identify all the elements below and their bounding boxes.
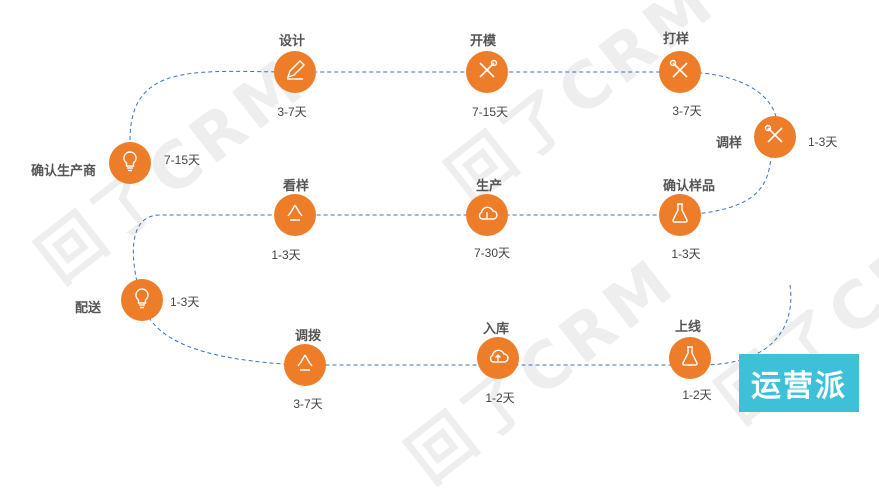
step-label: 打样 <box>662 31 690 46</box>
step-label: 入库 <box>482 321 510 336</box>
step-node-production <box>466 194 508 236</box>
step-duration: 1-3天 <box>808 135 838 149</box>
flask-icon <box>677 343 703 374</box>
step-duration: 7-30天 <box>473 246 511 260</box>
pencil-icon <box>282 57 308 88</box>
process-flow-diagram: 回了CRM 回了CRM 回了CRM 回了CRM 确认生产商 设计 开模 打样 调… <box>25 0 879 498</box>
lightbulb-icon <box>117 148 143 179</box>
tools-icon <box>474 57 500 88</box>
step-label: 设计 <box>278 33 306 48</box>
step-duration: 3-7天 <box>277 105 307 119</box>
step-node-launch <box>669 337 711 379</box>
step-duration: 3-7天 <box>293 397 323 411</box>
step-node-adjust-sample <box>754 116 796 158</box>
wrench-screwdriver-icon <box>667 57 693 88</box>
step-label: 生产 <box>475 178 503 193</box>
step-label: 调样 <box>716 135 743 150</box>
wrench-screwdriver-icon <box>762 122 788 153</box>
step-node-warehousing <box>477 337 519 379</box>
step-label: 调拨 <box>294 328 322 343</box>
cloud-upload-icon <box>485 343 511 374</box>
recycle-icon <box>292 350 318 381</box>
step-duration: 1-3天 <box>170 295 200 309</box>
step-node-delivery <box>121 279 163 321</box>
step-label: 确认生产商 <box>31 163 97 178</box>
cloud-icon <box>474 200 500 231</box>
step-label: 看样 <box>282 178 310 193</box>
step-duration: 1-2天 <box>485 391 515 405</box>
recycle-icon <box>282 200 308 231</box>
brand-logo: 运营派 <box>739 354 859 412</box>
step-node-sample <box>659 51 701 93</box>
step-duration: 1-2天 <box>682 388 712 402</box>
flask-icon <box>667 200 693 231</box>
step-label: 配送 <box>75 300 102 315</box>
step-duration: 7-15天 <box>471 105 509 119</box>
step-label: 上线 <box>674 319 702 334</box>
step-node-confirm-manufacturer <box>109 142 151 184</box>
step-node-mold <box>466 51 508 93</box>
step-label: 确认样品 <box>662 178 716 193</box>
step-label: 开模 <box>469 33 497 48</box>
step-duration: 7-15天 <box>164 153 201 167</box>
step-duration: 1-3天 <box>271 248 301 262</box>
step-node-confirm-sample <box>659 194 701 236</box>
step-duration: 3-7天 <box>672 104 702 118</box>
lightbulb-icon <box>129 285 155 316</box>
step-duration: 1-3天 <box>671 247 701 261</box>
step-node-design <box>274 51 316 93</box>
step-node-allocation <box>284 344 326 386</box>
step-node-view-sample <box>274 194 316 236</box>
